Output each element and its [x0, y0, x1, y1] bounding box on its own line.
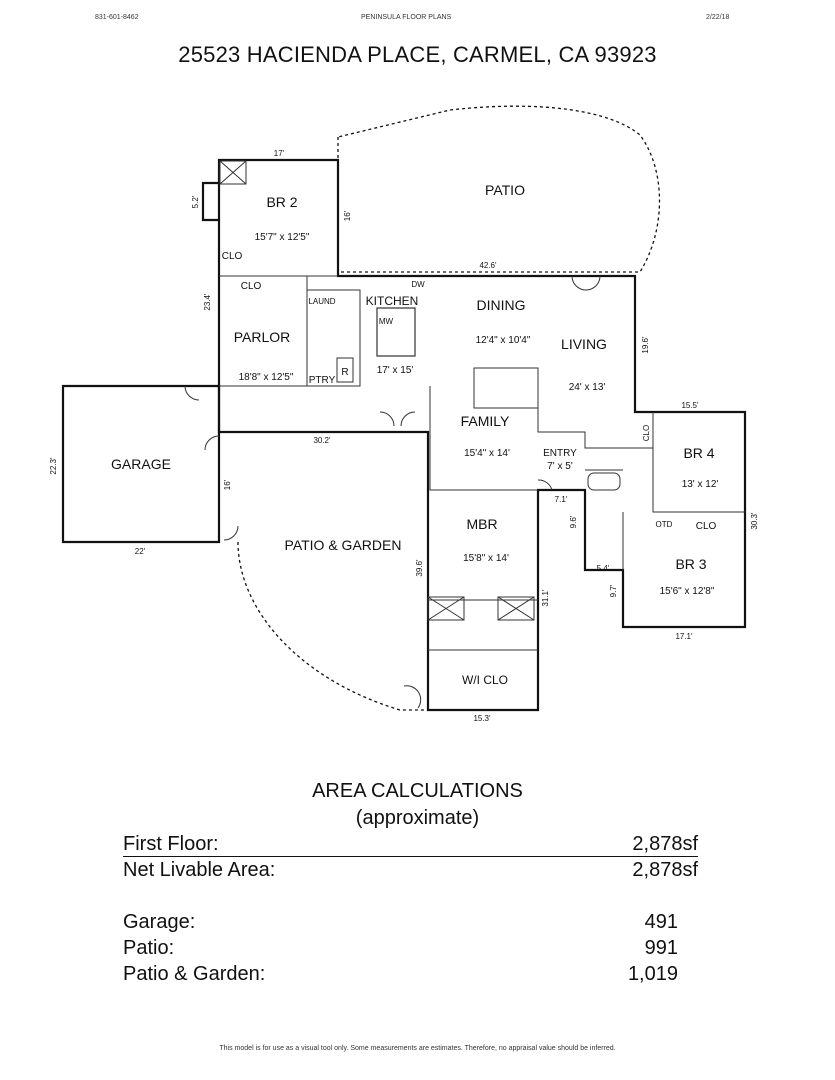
- clo-br4: CLO: [696, 521, 717, 532]
- patio-garden-label: Patio & Garden:: [123, 963, 266, 985]
- dim-9-6: 9.6': [569, 515, 578, 528]
- dim-15-3: 15.3': [473, 714, 491, 723]
- room-br2: BR 2: [266, 194, 297, 210]
- dim-42-6: 42.6': [479, 261, 497, 270]
- dim-23-4: 23.4': [203, 293, 212, 311]
- clo-br4-side: CLO: [642, 425, 651, 441]
- garage-value: 491: [644, 911, 678, 933]
- dim-16-br2: 16': [343, 210, 352, 221]
- br2-bump: [201, 181, 219, 222]
- disclaimer: This model is for use as a visual tool o…: [219, 1045, 616, 1052]
- dim-17-1: 17.1': [675, 632, 693, 641]
- dim-39-6: 39.6': [415, 559, 424, 577]
- room-dining: DINING: [477, 297, 526, 313]
- room-kitchen: KITCHEN: [366, 294, 419, 308]
- patio-value: 991: [644, 937, 678, 959]
- patio-label: Patio:: [123, 937, 175, 959]
- room-wi-clo: W/I CLO: [462, 673, 508, 687]
- divider: [123, 856, 698, 857]
- first-floor-value: 2,878sf: [632, 833, 698, 855]
- room-mw: MW: [379, 317, 394, 326]
- dim-30-2: 30.2': [313, 436, 331, 445]
- dim-7-1: 7.1': [555, 495, 568, 504]
- patio-outline: [337, 105, 661, 273]
- br3-dimensions: 15'6" x 12'8": [660, 586, 715, 597]
- dim-5-2: 5.2': [191, 195, 200, 208]
- clo-br2: CLO: [222, 251, 243, 262]
- room-patio: PATIO: [485, 182, 525, 198]
- room-parlor: PARLOR: [234, 329, 291, 345]
- dim-31-1: 31.1': [541, 589, 550, 607]
- header-company: PENINSULA FLOOR PLANS: [361, 14, 452, 21]
- net-livable-label: Net Livable Area:: [123, 859, 276, 881]
- room-entry: ENTRY: [543, 448, 577, 459]
- room-garage: GARAGE: [111, 456, 171, 472]
- room-family: FAMILY: [461, 413, 510, 429]
- dim-19-6: 19.6': [641, 336, 650, 354]
- dim-16-garage: 16': [223, 479, 232, 490]
- dining-dimensions: 12'4" x 10'4": [476, 335, 531, 346]
- br2-dimensions: 15'7" x 12'5": [255, 232, 310, 243]
- garage-label: Garage:: [123, 911, 196, 933]
- parlor-dimensions: 18'8" x 12'5": [239, 372, 294, 383]
- header-phone: 831-601-8462: [95, 14, 139, 21]
- room-mbr: MBR: [466, 516, 497, 532]
- room-br4: BR 4: [683, 445, 714, 461]
- room-otd: OTD: [656, 520, 673, 529]
- dim-15-5: 15.5': [681, 401, 699, 410]
- dim-22: 22': [135, 547, 146, 556]
- br4-dimensions: 13' x 12': [682, 479, 719, 490]
- clo-parlor: CLO: [241, 281, 262, 292]
- dim-9-7: 9.7': [609, 584, 618, 597]
- room-living: LIVING: [561, 336, 607, 352]
- header-date: 2/22/18: [706, 14, 730, 21]
- kitchen-dimensions: 17' x 15': [377, 365, 414, 376]
- room-laund: LAUND: [308, 297, 335, 306]
- garage-outline: [61, 384, 221, 544]
- patio-garden-value: 1,019: [627, 963, 678, 985]
- room-ptry: PTRY: [309, 375, 336, 386]
- dim-22-3: 22.3': [49, 457, 58, 475]
- area-title: AREA CALCULATIONS: [312, 780, 523, 802]
- living-dimensions: 24' x 13': [569, 382, 606, 393]
- page-title: 25523 HACIENDA PLACE, CARMEL, CA 93923: [178, 42, 657, 67]
- net-livable-value: 2,878sf: [632, 859, 698, 881]
- dim-30-3: 30.3': [750, 512, 759, 530]
- floor-plan: PATIO BR 2 PARLOR DINING LIVING FAMILY G…: [49, 105, 759, 723]
- mbr-dimensions: 15'8" x 14': [463, 553, 509, 564]
- room-dw: DW: [411, 280, 425, 289]
- entry-dimensions: 7' x 5': [547, 461, 573, 472]
- garden-outline: [237, 541, 428, 711]
- room-patio-garden: PATIO & GARDEN: [285, 537, 402, 553]
- area-subtitle: (approximate): [355, 807, 480, 829]
- room-r: R: [341, 367, 348, 378]
- dim-17: 17': [274, 149, 285, 158]
- first-floor-label: First Floor:: [123, 833, 219, 855]
- room-br3: BR 3: [675, 556, 706, 572]
- family-dimensions: 15'4" x 14': [464, 448, 510, 459]
- dim-5-4: 5.4': [597, 564, 610, 573]
